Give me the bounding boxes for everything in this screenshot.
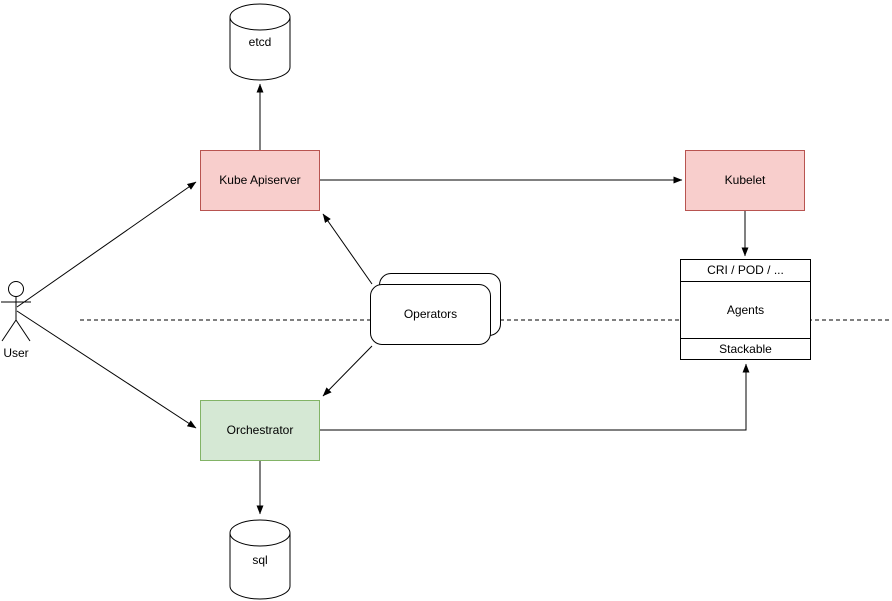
node-kube-apiserver: Kube Apiserver <box>200 150 320 211</box>
node-agents-stack: CRI / POD / ... Agents Stackable <box>680 259 811 360</box>
edge-user-to-orchestrator <box>16 310 197 429</box>
sql-cylinder <box>229 519 291 600</box>
user-actor-icon <box>1 281 31 342</box>
node-orchestrator-label: Orchestrator <box>226 423 294 438</box>
edge-orchestrator-to-stackable <box>320 363 750 431</box>
edge-operators-to-orchestrator <box>322 345 373 397</box>
node-orchestrator: Orchestrator <box>200 400 320 461</box>
agents-stack-body: Agents <box>726 302 765 317</box>
etcd-cylinder <box>229 3 291 81</box>
node-kubelet: Kubelet <box>685 150 805 211</box>
node-kubelet-label: Kubelet <box>724 173 766 188</box>
agents-stack-footer: Stackable <box>681 338 810 359</box>
node-operators: Operators <box>370 284 491 345</box>
node-kube-apiserver-label: Kube Apiserver <box>219 173 301 188</box>
edge-operators-to-kube-apiserver <box>322 213 373 285</box>
agents-stack-header: CRI / POD / ... <box>681 260 810 282</box>
node-operators-label: Operators <box>403 307 458 322</box>
edge-user-to-kube-apiserver <box>16 181 197 308</box>
